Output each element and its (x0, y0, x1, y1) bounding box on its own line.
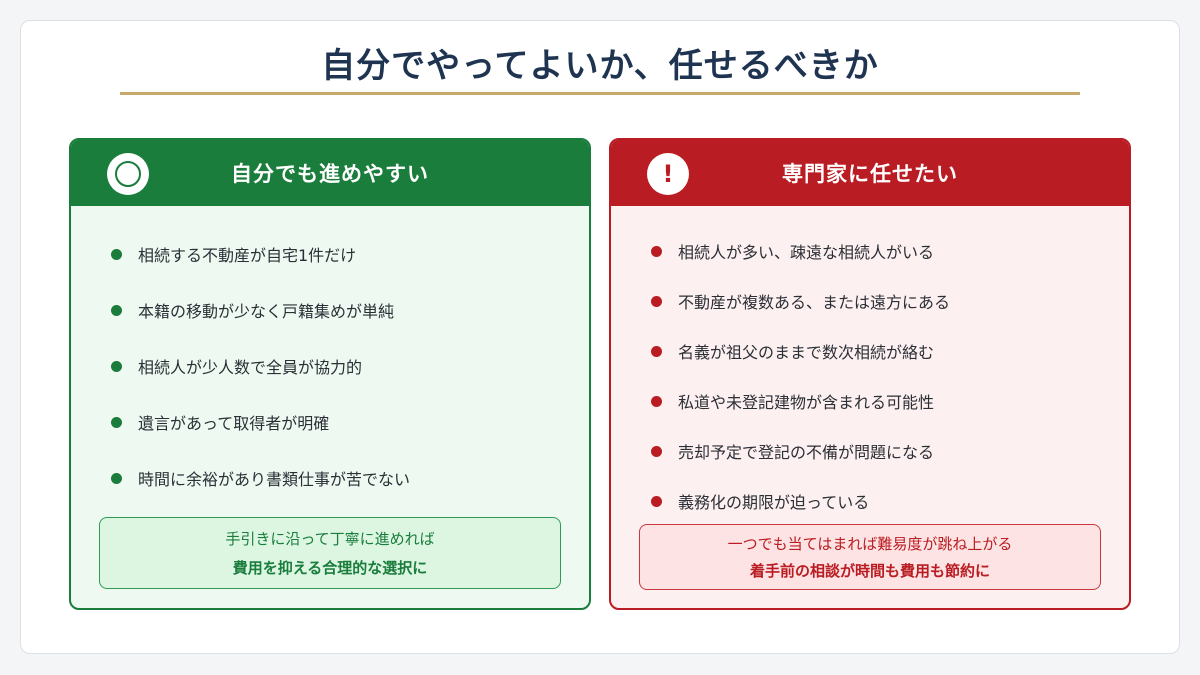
bullet-icon (111, 248, 122, 260)
expert-panel-header: ! 専門家に任せたい (611, 140, 1129, 206)
diy-callout: 手引きに沿って丁寧に進めれば 費用を抑える合理的な選択に (99, 517, 561, 589)
bullet-icon (111, 472, 122, 484)
list-item-label: 遺言があって取得者が明確 (138, 414, 330, 433)
expert-panel-title: 専門家に任せたい (782, 162, 958, 186)
bullet-icon (111, 416, 122, 428)
exclamation-icon: ! (647, 153, 689, 195)
diy-criteria-list: 相続する不動産が自宅1件だけ 本籍の移動が少なく戸籍集めが単純 相続人が少人数で… (111, 226, 410, 506)
list-item: 本籍の移動が少なく戸籍集めが単純 (111, 282, 410, 338)
list-item-label: 名義が祖父のままで数次相続が絡む (678, 343, 935, 362)
list-item: 不動産が複数ある、または遠方にある (651, 276, 950, 326)
bullet-icon (651, 445, 662, 457)
title-divider (120, 92, 1080, 95)
circle-mark-icon (107, 153, 149, 195)
callout-emphasis: 費用を抑える合理的な選択に (232, 559, 428, 577)
bullet-icon (111, 360, 122, 372)
expert-criteria-list: 相続人が多い、疎遠な相続人がいる 不動産が複数ある、または遠方にある 名義が祖父… (651, 226, 950, 526)
expert-callout: 一つでも当てはまれば難易度が跳ね上がる 着手前の相談が時間も費用も節約に (639, 524, 1101, 590)
page-title: 自分でやってよいか、任せるべきか (321, 46, 879, 86)
list-item: 相続人が多い、疎遠な相続人がいる (651, 226, 950, 276)
list-item-label: 相続人が少人数で全員が協力的 (138, 358, 363, 377)
bullet-icon (651, 395, 662, 407)
list-item: 時間に余裕があり書類仕事が苦でない (111, 450, 410, 506)
bullet-icon (651, 495, 662, 507)
diy-panel: 自分でも進めやすい 相続する不動産が自宅1件だけ 本籍の移動が少なく戸籍集めが単… (69, 138, 591, 610)
list-item-label: 本籍の移動が少なく戸籍集めが単純 (138, 302, 395, 321)
bullet-icon (651, 245, 662, 257)
list-item-label: 私道や未登記建物が含まれる可能性 (678, 393, 935, 412)
bullet-icon (111, 304, 122, 316)
callout-line: 手引きに沿って丁寧に進めれば (225, 530, 435, 548)
diy-panel-title: 自分でも進めやすい (231, 162, 429, 186)
list-item-label: 義務化の期限が迫っている (678, 493, 870, 512)
callout-emphasis: 着手前の相談が時間も費用も節約に (749, 562, 990, 580)
diy-panel-header: 自分でも進めやすい (71, 140, 589, 206)
list-item-label: 不動産が複数ある、または遠方にある (678, 293, 951, 312)
list-item-label: 売却予定で登記の不備が問題になる (678, 443, 935, 462)
bullet-icon (651, 345, 662, 357)
bullet-icon (651, 295, 662, 307)
callout-line: 一つでも当てはまれば難易度が跳ね上がる (727, 535, 1013, 553)
list-item-label: 相続する不動産が自宅1件だけ (138, 246, 357, 265)
list-item: 義務化の期限が迫っている (651, 476, 950, 526)
list-item-label: 時間に余裕があり書類仕事が苦でない (138, 470, 411, 489)
list-item: 遺言があって取得者が明確 (111, 394, 410, 450)
list-item: 相続する不動産が自宅1件だけ (111, 226, 410, 282)
list-item: 名義が祖父のままで数次相続が絡む (651, 326, 950, 376)
expert-panel: ! 専門家に任せたい 相続人が多い、疎遠な相続人がいる 不動産が複数ある、または… (609, 138, 1131, 610)
list-item: 売却予定で登記の不備が問題になる (651, 426, 950, 476)
list-item: 相続人が少人数で全員が協力的 (111, 338, 410, 394)
list-item-label: 相続人が多い、疎遠な相続人がいる (678, 243, 935, 262)
list-item: 私道や未登記建物が含まれる可能性 (651, 376, 950, 426)
